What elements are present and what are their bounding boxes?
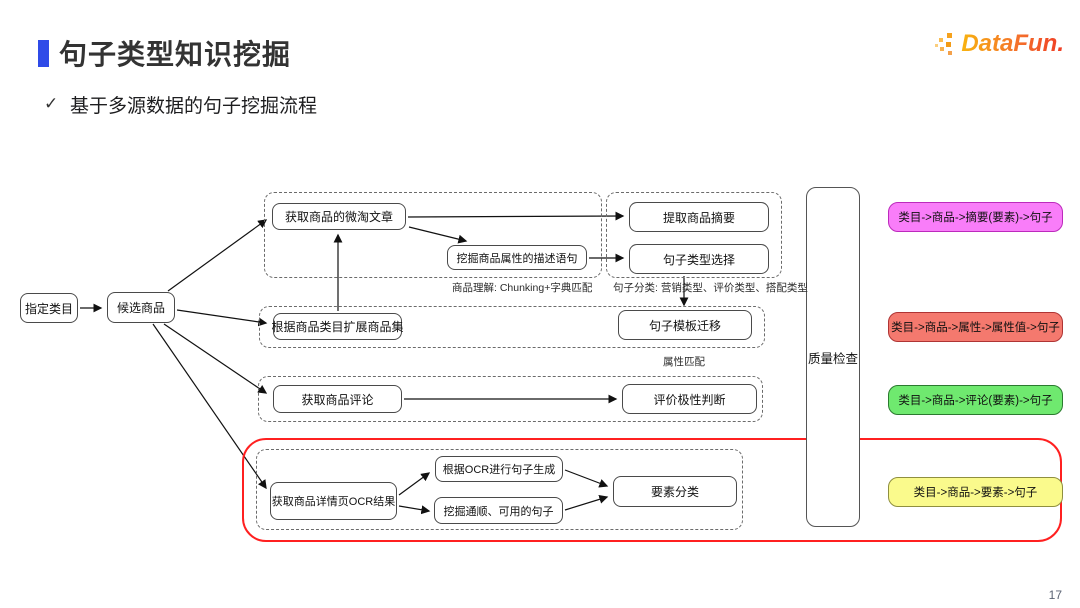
node-quality-check: 质量检查 — [806, 187, 860, 527]
output-attribute-path: 类目->商品->属性->属性值->句子 — [888, 312, 1063, 342]
node-polarity-judge: 评价极性判断 — [622, 384, 757, 414]
node-specify-category: 指定类目 — [20, 293, 78, 323]
title-accent-bar — [38, 40, 49, 67]
output-summary-path: 类目->商品->摘要(要素)->句子 — [888, 202, 1063, 232]
annotation-attribute-matching: 属性匹配 — [663, 356, 705, 368]
datafun-logo: DataFun. — [933, 30, 1064, 58]
node-ocr-generate: 根据OCR进行句子生成 — [435, 456, 563, 482]
node-mine-attribute-sentences: 挖掘商品属性的描述语句 — [447, 245, 587, 270]
node-element-classify: 要素分类 — [613, 476, 737, 507]
output-review-path: 类目->商品->评论(要素)->句子 — [888, 385, 1063, 415]
page-title: 句子类型知识挖掘 — [59, 39, 292, 70]
node-expand-product-set: 根据商品类目扩展商品集 — [272, 313, 404, 340]
node-sentence-type-select: 句子类型选择 — [629, 244, 769, 274]
group-ocr-mining — [256, 449, 743, 530]
node-extract-summary: 提取商品摘要 — [629, 202, 769, 232]
output-element-path: 类目->商品->要素->句子 — [888, 477, 1063, 507]
annotation-product-understanding: 商品理解: Chunking+字典匹配 — [452, 282, 593, 294]
bullet-text: 基于多源数据的句子挖掘流程 — [70, 96, 318, 117]
node-template-transfer: 句子模板迁移 — [618, 310, 752, 340]
node-mine-fluent: 挖掘通顺、可用的句子 — [434, 497, 563, 524]
check-icon: ✓ — [44, 94, 59, 113]
group-summary-selection — [606, 192, 782, 278]
annotation-sentence-classification: 句子分类: 营销类型、评价类型、搭配类型 — [613, 282, 808, 294]
node-get-ocr: 获取商品详情页OCR结果 — [270, 482, 397, 520]
page-number: 17 — [1048, 588, 1062, 602]
datafun-logo-pixels-icon — [935, 33, 953, 55]
datafun-logo-text: DataFun. — [961, 30, 1064, 57]
node-candidate-products: 候选商品 — [107, 292, 175, 323]
node-get-weitao-articles: 获取商品的微淘文章 — [272, 203, 406, 230]
node-get-reviews: 获取商品评论 — [273, 385, 402, 413]
